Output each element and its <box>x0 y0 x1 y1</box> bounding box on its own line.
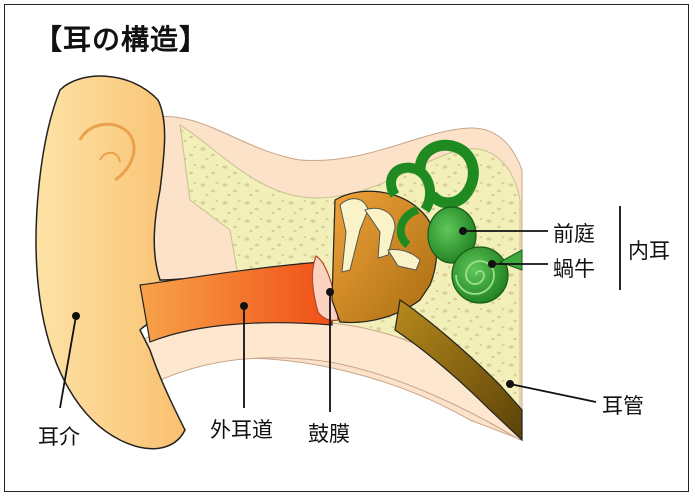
cochlea-shape <box>451 246 509 304</box>
leader-dot-kagyu <box>488 260 496 268</box>
leader-dot-zentei <box>459 227 467 235</box>
incus-shape <box>364 207 396 259</box>
vestibule-shape <box>427 206 477 264</box>
diagram-title: 【耳の構造】 <box>34 23 209 56</box>
semicircular-canal-c <box>396 206 420 249</box>
leader-dot-jikan <box>506 380 514 388</box>
label-gaijido: 外耳道 <box>210 418 273 442</box>
cochlea-spiral <box>455 260 495 295</box>
leader-dot-jikai <box>72 312 80 320</box>
pinna-inner-ridge-2 <box>99 151 121 163</box>
leader-dot-gaijido <box>240 302 248 310</box>
eardrum-shape <box>311 255 339 322</box>
leader-jikan <box>509 383 597 403</box>
semicircular-canal-a <box>414 139 479 209</box>
label-naiji: 内耳 <box>628 239 670 263</box>
pinna-inner-ridge <box>78 122 136 182</box>
label-kagyu: 蝸牛 <box>553 257 595 281</box>
label-jikai: 耳介 <box>38 425 80 449</box>
label-jikan: 耳管 <box>602 394 644 418</box>
eustachian-tube-shape <box>394 298 523 442</box>
semicircular-canal-b <box>386 162 436 213</box>
nerve-branch <box>498 249 523 271</box>
label-komaku: 鼓膜 <box>308 422 350 446</box>
stapes-shape <box>387 249 421 271</box>
malleus-shape <box>339 198 369 273</box>
leader-dot-komaku <box>326 288 334 296</box>
label-zentei: 前庭 <box>553 222 595 246</box>
leader-jikai <box>59 315 77 409</box>
